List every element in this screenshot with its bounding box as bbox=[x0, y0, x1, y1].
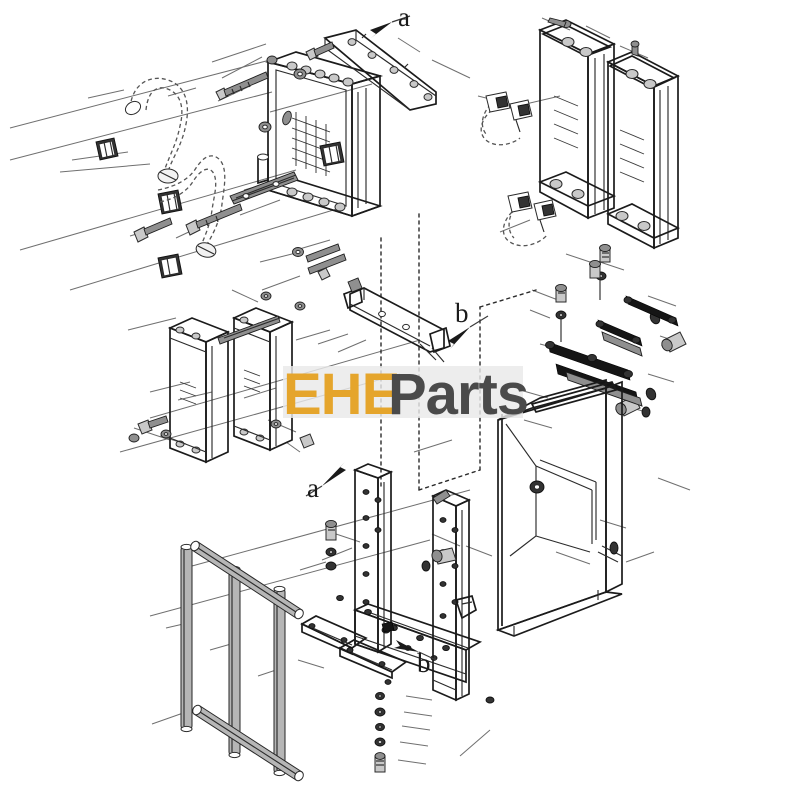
watermark-primary-text: EHE bbox=[283, 362, 399, 427]
callout-a-mid: a bbox=[305, 462, 346, 503]
cooler-panel-left-a bbox=[167, 317, 231, 464]
hose-clamp-c bbox=[157, 253, 183, 279]
bolt-tl-1 bbox=[215, 71, 269, 101]
tie-rod-vertical-1 bbox=[180, 543, 193, 733]
bolt-cr-2 bbox=[555, 283, 567, 303]
bolt-tl-3 bbox=[185, 203, 243, 236]
bolt-cr-3 bbox=[661, 331, 687, 353]
guard-post-left bbox=[352, 463, 483, 684]
callout-a-top: a bbox=[370, 2, 411, 38]
tie-rod-vertical-3 bbox=[273, 585, 286, 777]
bolt-bottom-right bbox=[326, 538, 336, 552]
hose-clamp-d bbox=[319, 141, 345, 167]
bolt-cr-1 bbox=[599, 243, 611, 263]
small-parts-tl bbox=[260, 243, 347, 301]
cooler-hose-right-lower bbox=[502, 191, 557, 247]
oil-cooler-right-b bbox=[605, 40, 681, 250]
mount-plate-a bbox=[300, 615, 368, 656]
panel-fasteners-left bbox=[128, 301, 315, 449]
callout-b-mid: b bbox=[448, 298, 489, 349]
watermark: EHE Parts bbox=[283, 362, 529, 427]
misc-frame-fasteners bbox=[325, 259, 619, 704]
callout-label-a-top: a bbox=[398, 2, 410, 32]
tie-rod-diagonal-top bbox=[190, 540, 304, 620]
bolt-fr-1 bbox=[325, 519, 337, 541]
bolt-tl-2 bbox=[305, 41, 335, 61]
cross-member-bracket bbox=[342, 277, 451, 363]
hose-clamp-a bbox=[95, 137, 119, 161]
inlet-hose-upper bbox=[124, 77, 189, 184]
bolt-fr-2 bbox=[431, 547, 457, 565]
radiator-core-main bbox=[257, 51, 384, 218]
hardware-stack-bottom bbox=[374, 691, 386, 773]
washer-tl-2 bbox=[258, 121, 272, 133]
callout-label-b-bottom: b bbox=[417, 648, 431, 678]
phantom-outline bbox=[380, 213, 537, 491]
watermark-secondary-text: Parts bbox=[388, 362, 528, 427]
bolt-tl-4 bbox=[133, 217, 173, 243]
cooler-hose-right-upper bbox=[480, 91, 533, 146]
construction-lines bbox=[9, 59, 561, 617]
callout-label-a-mid: a bbox=[307, 473, 319, 503]
bolt-fr-3 bbox=[589, 259, 601, 279]
guard-post-center bbox=[430, 489, 478, 702]
tie-rod-diagonal-bottom bbox=[192, 704, 304, 782]
callout-b-bottom: b bbox=[394, 640, 437, 678]
callout-label-b-mid: b bbox=[455, 298, 469, 328]
washer-tl-1 bbox=[293, 68, 307, 80]
oil-cooler-right-a bbox=[537, 17, 617, 220]
rail-tl-strip bbox=[229, 171, 299, 205]
upper-mount-rail bbox=[323, 29, 437, 111]
mount-plate-b bbox=[338, 639, 408, 685]
guard-frame-main bbox=[495, 378, 623, 637]
